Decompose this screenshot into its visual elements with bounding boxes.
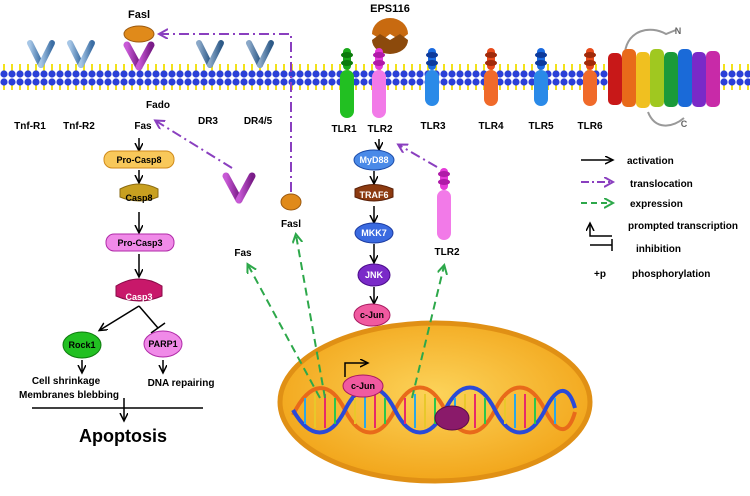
fas-receptor [123, 41, 155, 112]
eps116-label: EPS116 [370, 3, 410, 15]
traf6-label: TRAF6 [360, 190, 389, 200]
translocation-tlr2-to-membrane [399, 145, 438, 168]
cell-shrinkage-label: Cell shrinkage [32, 376, 101, 387]
expressed-fas-label: Fas [234, 248, 252, 259]
tlr4-receptor [484, 48, 498, 106]
fasl-top-label: Fasl [128, 9, 150, 21]
legend: activation translocation expression prom… [581, 156, 738, 280]
apoptosis-label: Apoptosis [79, 426, 167, 446]
traf6-node [354, 184, 394, 202]
translocation-fas-to-membrane [156, 121, 233, 169]
tnfr1-label: Tnf-R1 [14, 121, 46, 132]
expressed-tlr2-receptor [437, 168, 451, 240]
tnfr2-label: Tnf-R2 [63, 121, 95, 132]
procasp8-label: Pro-Casp8 [116, 155, 161, 165]
mkk7-node [354, 222, 394, 244]
helix-c-label: C [681, 119, 688, 129]
legend-plus-p-symbol: +p [594, 269, 606, 280]
dr45-label: DR4/5 [244, 116, 273, 127]
arrow-casp3-rock1 [100, 305, 140, 330]
legend-inhibition-symbol [590, 239, 613, 251]
tlr5-label: TLR5 [529, 121, 554, 132]
legend-prompted-transcription-label: prompted transcription [628, 221, 738, 232]
expression-to-fasl [296, 235, 326, 399]
tlr4-label: TLR4 [479, 121, 504, 132]
myd88-label: MyD88 [359, 155, 388, 165]
legend-inhibition-label: inhibition [636, 244, 681, 255]
parp1-label: PARP1 [148, 339, 177, 349]
dna-repairing-label: DNA repairing [148, 378, 215, 389]
cjun-node [353, 303, 391, 327]
tlr1-label: TLR1 [332, 124, 357, 135]
legend-phosphorylation-label: phosphorylation [632, 269, 710, 280]
casp3-label: Casp3 [125, 292, 152, 302]
legend-activation-label: activation [627, 156, 674, 167]
expressed-fasl-ligand [280, 193, 302, 211]
expressed-fasl-label: Fasl [281, 219, 301, 230]
cjun-nucleus-node [342, 374, 384, 398]
translocation-fasl-to-top [160, 34, 292, 192]
inhibit-casp3-parp1 [138, 305, 159, 329]
tlr3-receptor [425, 48, 439, 106]
dna-binding-protein [434, 405, 470, 431]
tlr1-receptor [340, 48, 354, 118]
cjun-nucleus-label: c-Jun [351, 381, 375, 391]
procasp3-label: Pro-Casp3 [117, 238, 162, 248]
membranes-blebbing-label: Membranes blebbing [19, 390, 119, 401]
tlr5-receptor [534, 48, 548, 106]
casp8-node [119, 183, 159, 202]
fas-receptor-label: Fas [134, 121, 152, 132]
tlr2-label: TLR2 [368, 124, 393, 135]
procasp8-node [103, 150, 175, 169]
dr45-receptor [246, 40, 274, 108]
casp3-node [115, 278, 163, 302]
inhibit-bar-parp1 [150, 322, 166, 334]
casp8-label: Casp8 [125, 193, 152, 203]
fado-label: Fado [146, 100, 170, 111]
rock1-node [62, 331, 102, 359]
expressed-fas-receptor [222, 172, 256, 240]
transcription-arrow [344, 363, 367, 377]
helix-n-label: N [675, 26, 682, 36]
myd88-node [353, 149, 395, 171]
tlr3-label: TLR3 [421, 121, 446, 132]
legend-prompted-transcription-symbol [590, 224, 612, 237]
rock1-label: Rock1 [68, 340, 95, 350]
mkk7-label: MKK7 [361, 228, 387, 238]
jnk-node [357, 263, 391, 287]
tlr6-label: TLR6 [578, 121, 603, 132]
dr3-receptor [196, 40, 224, 108]
tnfr1-receptor [27, 40, 55, 108]
tlr6-receptor [583, 48, 597, 106]
tlr2-receptor [372, 48, 386, 118]
jnk-label: JNK [365, 270, 384, 280]
legend-translocation-label: translocation [630, 179, 693, 190]
parp1-node [143, 330, 183, 358]
expression-to-tlr2 [411, 266, 444, 399]
fasl-ligand-top [123, 25, 155, 43]
dr3-label: DR3 [198, 116, 218, 127]
tnfr2-receptor [67, 40, 95, 108]
procasp3-node [105, 233, 175, 252]
seven-helix-receptor [608, 28, 720, 127]
cjun-label: c-Jun [360, 310, 384, 320]
legend-expression-label: expression [630, 199, 683, 210]
expressed-tlr2-label: TLR2 [435, 247, 460, 258]
